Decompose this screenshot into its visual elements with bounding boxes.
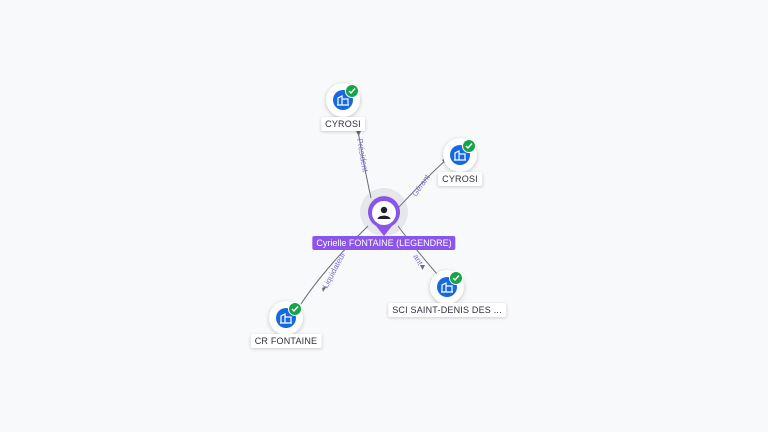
edge-to-bottom-right-company: [397, 225, 438, 275]
arrow-bottom-right: [420, 265, 425, 270]
check-badge-icon: [288, 302, 302, 316]
edge-to-right-company: [397, 159, 447, 209]
company-label-bottom-left[interactable]: CR FONTAINE: [250, 334, 322, 348]
company-label-right[interactable]: CYROSI: [438, 172, 482, 186]
company-node-right[interactable]: [443, 138, 477, 172]
person-node[interactable]: [366, 195, 402, 242]
edge-to-top-company: [357, 129, 372, 199]
company-label-top[interactable]: CYROSI: [321, 117, 365, 131]
edge-label-right: Gérant: [410, 172, 432, 198]
arrow-bottom-left: [322, 286, 327, 292]
check-badge-icon: [345, 84, 359, 98]
check-badge-icon: [462, 139, 476, 153]
company-label-bottom-right[interactable]: SCI SAINT-DENIS DES ...: [388, 303, 506, 317]
company-node-bottom-left[interactable]: [269, 301, 303, 335]
edge-to-bottom-left-company: [300, 225, 369, 305]
arrow-top: [356, 131, 361, 136]
person-label[interactable]: Cyrielle FONTAINE (LEGENDRE): [312, 236, 456, 250]
edge-label-top: Président: [355, 138, 370, 174]
edge-label-bottom-left: Liquidateur: [321, 250, 348, 289]
company-node-top[interactable]: [326, 83, 360, 117]
person-icon: [368, 196, 400, 236]
check-badge-icon: [449, 271, 463, 285]
company-node-bottom-right[interactable]: [430, 270, 464, 304]
